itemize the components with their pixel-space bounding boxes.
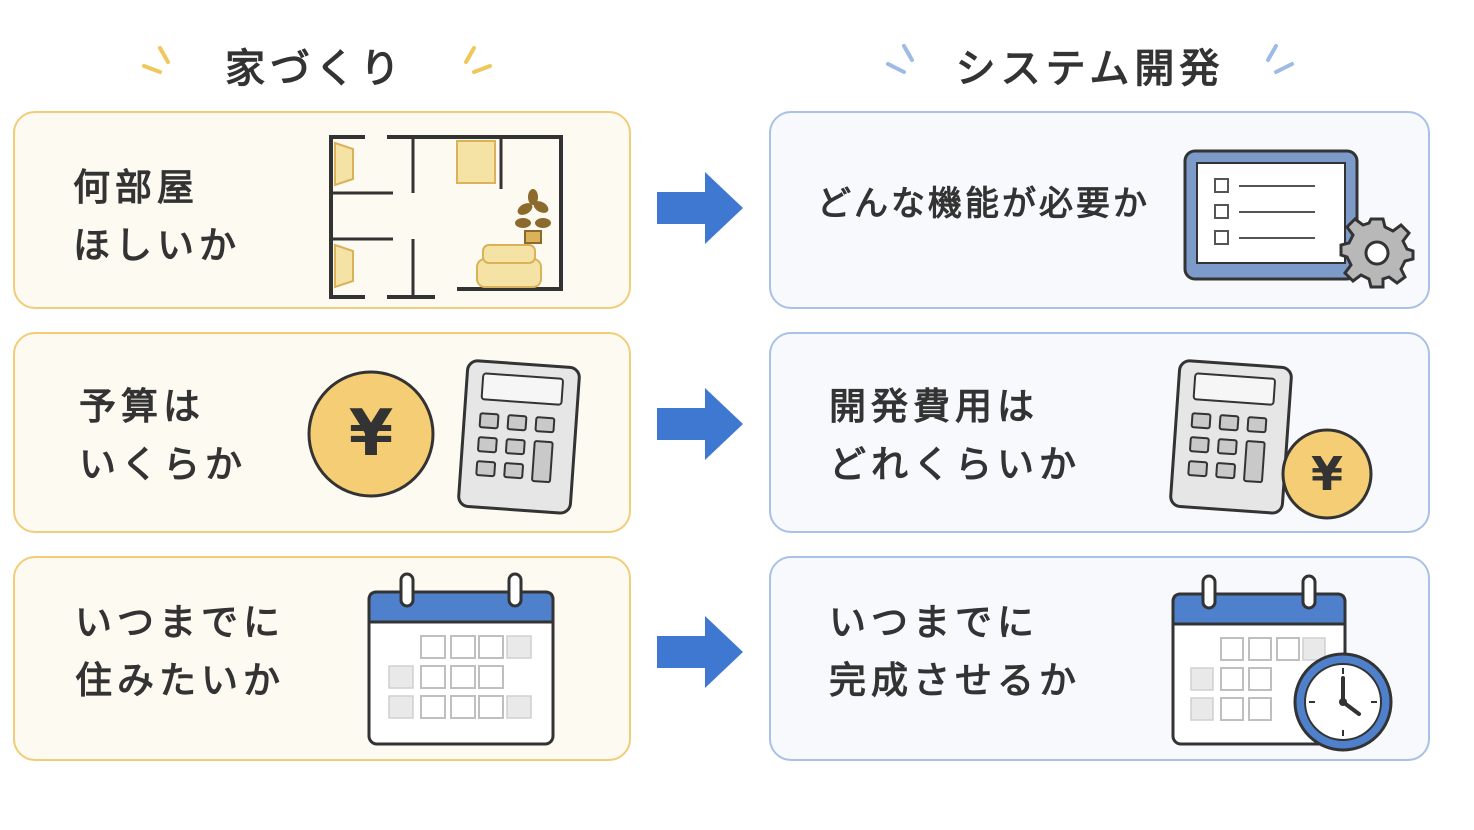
calculator-icon	[457, 359, 581, 515]
home-column-title: 家づくり	[225, 46, 405, 92]
system-card-cost-line-2: どれくらいか	[829, 443, 1081, 486]
spark-right-home-icon	[464, 46, 492, 74]
arrow-right-icon	[657, 172, 743, 244]
yen-coin-icon	[307, 370, 435, 498]
yen-coin-label: ¥	[1310, 447, 1343, 501]
system-card-features-line-1: どんな機能が必要か	[817, 184, 1150, 224]
system-card-cost-line-1: 開発費用は	[829, 385, 1039, 428]
yen-coin-icon	[1281, 428, 1373, 520]
system-card-schedule-line-1: いつまでに	[829, 601, 1039, 644]
home-card-schedule-line-1: いつまでに	[75, 601, 285, 644]
home-card-rooms-line-1: 何部屋	[73, 166, 199, 209]
home-card-schedule: いつまでに 住みたいか	[13, 556, 631, 761]
tablet-checklist-icon	[1183, 149, 1359, 281]
home-card-budget: 予算は いくらか ¥	[13, 332, 631, 533]
system-card-schedule-line-2: 完成させるか	[829, 659, 1081, 702]
yen-coin-label: ¥	[348, 397, 394, 471]
floor-plan-icon	[329, 135, 563, 299]
clock-icon	[1293, 652, 1393, 752]
calendar-icon	[1171, 574, 1347, 746]
home-card-budget-line-1: 予算は	[79, 385, 205, 428]
calculator-icon	[1169, 359, 1293, 515]
spark-right-system-icon	[1266, 44, 1294, 74]
spark-left-system-icon	[886, 44, 914, 74]
arrow-right-icon	[657, 388, 743, 460]
home-card-schedule-line-2: 住みたいか	[75, 659, 285, 702]
spark-left-home-icon	[142, 46, 170, 74]
calendar-icon	[367, 572, 555, 746]
system-column-title: システム開発	[955, 46, 1225, 92]
system-card-cost: 開発費用は どれくらいか ¥	[769, 332, 1430, 533]
arrow-right-icon	[657, 616, 743, 688]
home-card-budget-line-2: いくらか	[79, 443, 247, 486]
home-card-rooms-line-2: ほしいか	[73, 224, 241, 267]
gear-icon	[1339, 217, 1415, 289]
system-card-schedule: いつまでに 完成させるか	[769, 556, 1430, 761]
system-card-features: どんな機能が必要か	[769, 111, 1430, 309]
home-card-rooms: 何部屋 ほしいか	[13, 111, 631, 309]
